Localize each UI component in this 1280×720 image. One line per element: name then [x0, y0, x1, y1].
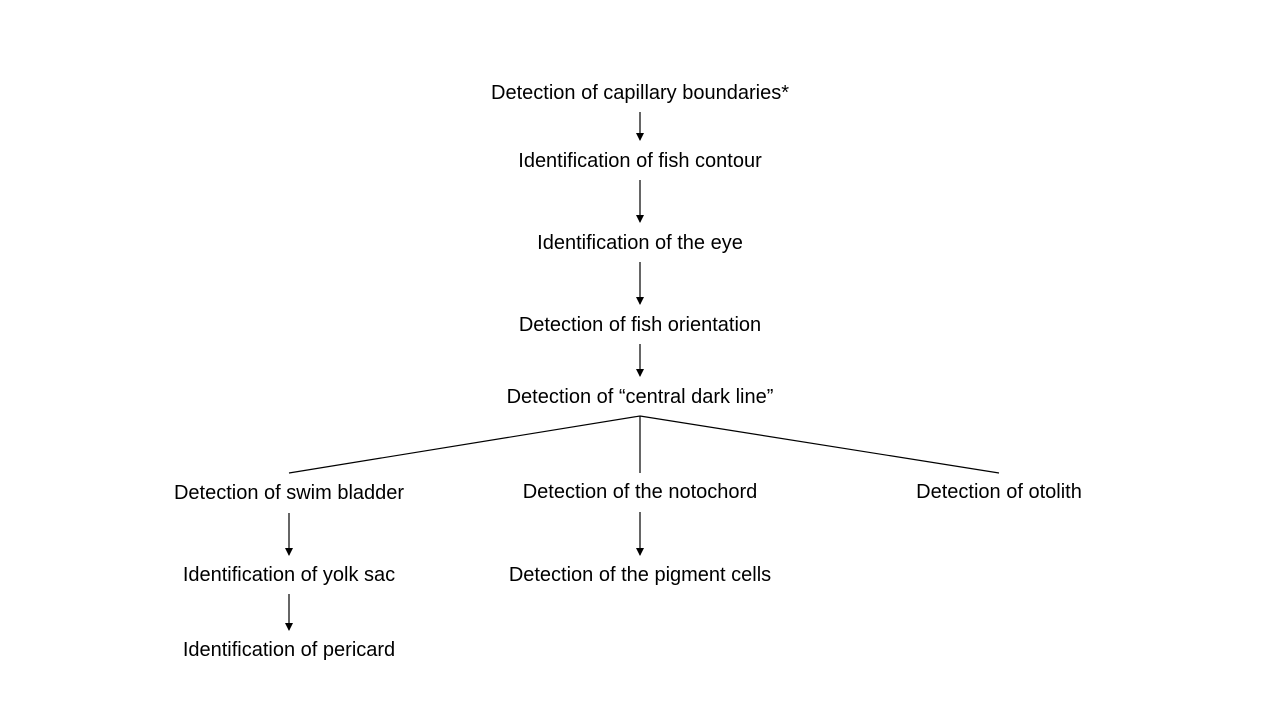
- branch-line-to-swim-bladder: [288, 415, 641, 474]
- node-fish-contour: Identification of fish contour: [518, 150, 762, 172]
- branch-line-to-otolith: [639, 415, 1000, 474]
- node-notochord: Detection of the notochord: [522, 481, 758, 503]
- node-capillary-boundaries: Detection of capillary boundaries*: [491, 82, 789, 104]
- node-pericard: Identification of pericard: [182, 639, 396, 661]
- node-yolk-sac: Identification of yolk sac: [182, 564, 396, 586]
- node-swim-bladder: Detection of swim bladder: [173, 482, 405, 504]
- node-otolith: Detection of otolith: [916, 481, 1082, 503]
- node-eye: Identification of the eye: [537, 232, 743, 254]
- node-pigment-cells: Detection of the pigment cells: [508, 564, 772, 586]
- node-fish-orientation: Detection of fish orientation: [518, 314, 762, 336]
- node-central-dark-line: Detection of “central dark line”: [506, 386, 774, 408]
